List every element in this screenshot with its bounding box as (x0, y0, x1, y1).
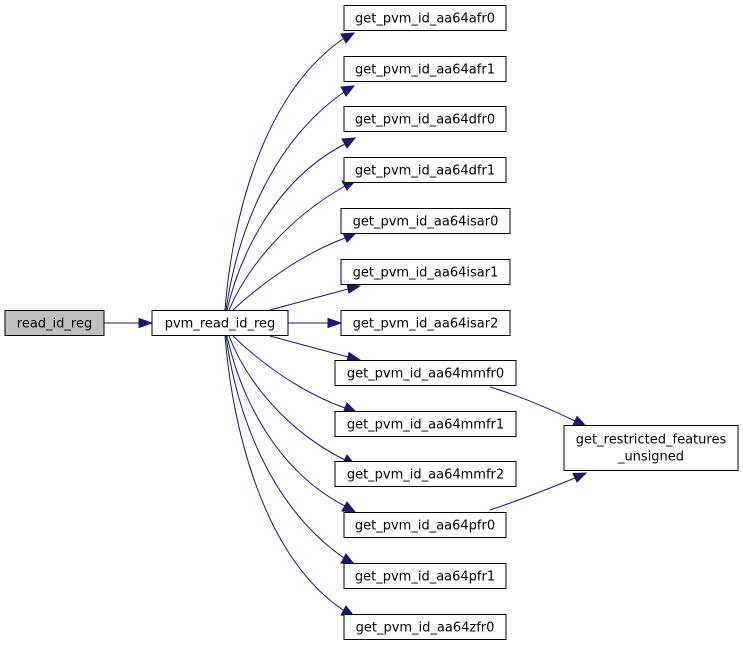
node-get-restricted-features-unsigned[interactable]: get_restricted_features _unsigned (563, 425, 739, 471)
node-restricted-label-line1: get_restricted_features (576, 433, 727, 448)
node-afr0-box (343, 5, 507, 31)
node-afr1-label: get_pvm_id_aa64afr1 (355, 63, 495, 78)
edges (104, 32, 588, 617)
edge-pvm-to-isar0 (232, 232, 358, 311)
node-pfr1-label: get_pvm_id_aa64pfr1 (355, 570, 495, 585)
edge-pvm-to-isar2 (288, 317, 343, 329)
node-get-pvm-id-aa64isar2[interactable]: get_pvm_id_aa64isar2 (340, 310, 511, 336)
node-restricted-box (563, 425, 739, 471)
nodes: read_id_reg pvm_read_id_reg get_pvm_id_a… (4, 5, 739, 640)
node-read-id-reg-box (4, 310, 105, 336)
node-mmfr1-box (334, 411, 517, 437)
node-mmfr1-label: get_pvm_id_aa64mmfr1 (347, 418, 504, 433)
node-isar1-box (340, 259, 511, 285)
node-mmfr2-label: get_pvm_id_aa64mmfr2 (347, 468, 504, 483)
node-pvm-read-id-reg[interactable]: pvm_read_id_reg (151, 310, 289, 336)
node-isar1-label: get_pvm_id_aa64isar1 (353, 266, 499, 281)
edge-pvm-to-afr1 (225, 85, 356, 311)
node-get-pvm-id-aa64afr0[interactable]: get_pvm_id_aa64afr0 (343, 5, 507, 31)
node-pfr0-box (343, 512, 507, 538)
node-mmfr2-box (334, 461, 517, 487)
node-get-pvm-id-aa64dfr1[interactable]: get_pvm_id_aa64dfr1 (343, 157, 507, 183)
node-pvm-read-id-reg-label: pvm_read_id_reg (165, 317, 276, 332)
edge-pvm-to-isar1 (269, 283, 362, 311)
node-isar2-label: get_pvm_id_aa64isar2 (353, 317, 499, 332)
node-isar0-box (340, 208, 511, 234)
edge-pvm-to-pfr0 (226, 335, 357, 513)
node-isar0-label: get_pvm_id_aa64isar0 (353, 215, 499, 230)
node-zfr0-box (343, 614, 507, 640)
node-pfr1-box (343, 563, 507, 589)
node-mmfr0-label: get_pvm_id_aa64mmfr0 (347, 367, 504, 382)
node-read-id-reg-label: read_id_reg (17, 317, 92, 332)
node-get-pvm-id-aa64mmfr0[interactable]: get_pvm_id_aa64mmfr0 (334, 360, 517, 386)
edge-pvm-to-mmfr2 (228, 335, 357, 466)
edge-pvm-to-dfr1 (228, 180, 357, 311)
node-restricted-label-line2: _unsigned (617, 450, 684, 465)
node-get-pvm-id-aa64mmfr1[interactable]: get_pvm_id_aa64mmfr1 (334, 411, 517, 437)
node-pvm-read-id-reg-box (151, 310, 289, 336)
node-get-pvm-id-aa64afr1[interactable]: get_pvm_id_aa64afr1 (343, 56, 507, 82)
node-get-pvm-id-aa64isar1[interactable]: get_pvm_id_aa64isar1 (340, 259, 511, 285)
node-pfr0-label: get_pvm_id_aa64pfr0 (355, 519, 495, 534)
node-get-pvm-id-aa64pfr1[interactable]: get_pvm_id_aa64pfr1 (343, 563, 507, 589)
node-read-id-reg[interactable]: read_id_reg (4, 310, 105, 336)
node-get-pvm-id-aa64mmfr2[interactable]: get_pvm_id_aa64mmfr2 (334, 461, 517, 487)
node-isar2-box (340, 310, 511, 336)
edge-pvm-to-dfr0 (226, 137, 357, 311)
edge-pvm-to-mmfr0 (269, 335, 362, 363)
node-get-pvm-id-aa64isar0[interactable]: get_pvm_id_aa64isar0 (340, 208, 511, 234)
edge-pvm-to-afr0 (224, 32, 356, 311)
node-zfr0-label: get_pvm_id_aa64zfr0 (356, 621, 495, 636)
edge-mmfr0-to-restricted (489, 386, 588, 427)
node-dfr1-box (343, 157, 507, 183)
node-afr0-label: get_pvm_id_aa64afr0 (355, 12, 495, 27)
node-dfr1-label: get_pvm_id_aa64dfr1 (355, 164, 495, 179)
node-get-pvm-id-aa64zfr0[interactable]: get_pvm_id_aa64zfr0 (343, 614, 507, 640)
edge-read-id-reg-to-pvm-read-id-reg (104, 317, 154, 329)
node-dfr0-box (343, 106, 507, 132)
edge-pfr0-to-restricted (489, 472, 588, 511)
node-mmfr0-box (334, 360, 517, 386)
node-dfr0-label: get_pvm_id_aa64dfr0 (355, 113, 495, 128)
node-get-pvm-id-aa64dfr0[interactable]: get_pvm_id_aa64dfr0 (343, 106, 507, 132)
node-afr1-box (343, 56, 507, 82)
node-get-pvm-id-aa64pfr0[interactable]: get_pvm_id_aa64pfr0 (343, 512, 507, 538)
